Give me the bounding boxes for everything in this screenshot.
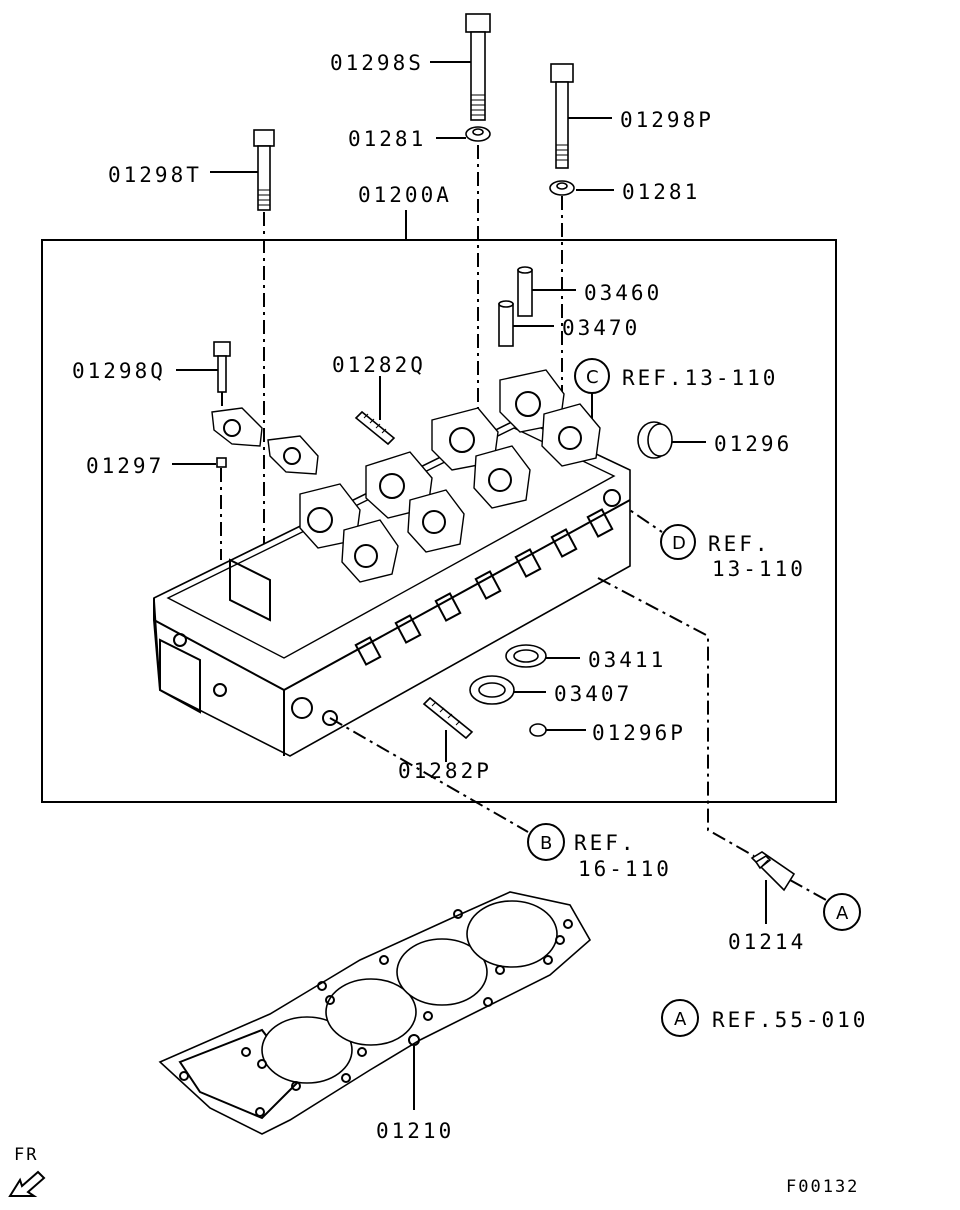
centerline-ref-b [329, 717, 529, 833]
label-01296p: 01296P [592, 721, 686, 745]
sleeve-03460[interactable] [517, 266, 533, 317]
ref-letter-a2: A [674, 1009, 687, 1030]
ref-letter-a1: A [836, 903, 849, 924]
label-01282p: 01282P [398, 759, 492, 783]
ref-letter-d: D [672, 533, 686, 554]
ref-text-b1: REF. [574, 831, 637, 855]
label-01298q: 01298Q [72, 359, 166, 383]
stud-01282q[interactable] [354, 410, 396, 446]
stud-01282p[interactable] [422, 696, 474, 740]
ref-text-d2: 13-110 [712, 557, 806, 581]
ref-text-d1: REF. [708, 532, 771, 556]
label-03470: 03470 [562, 316, 640, 340]
label-03460: 03460 [584, 281, 662, 305]
ref-letter-b: B [540, 833, 552, 854]
pin-01297[interactable] [216, 457, 227, 468]
label-03411: 03411 [588, 648, 666, 672]
ref-letter-c: C [586, 367, 599, 388]
ref-circle-a1[interactable] [823, 893, 861, 931]
plug-01296[interactable] [637, 421, 673, 459]
plug-01296p[interactable] [529, 723, 547, 737]
bolt-01298p[interactable] [550, 63, 574, 169]
figure-id: F00132 [786, 1177, 859, 1197]
label-01281-a: 01281 [348, 127, 426, 151]
label-01282q: 01282Q [332, 353, 426, 377]
label-01297: 01297 [86, 454, 164, 478]
bolt-01298s[interactable] [465, 13, 491, 121]
fr-arrow-icon [8, 1170, 46, 1197]
ref-circle-b[interactable] [527, 823, 565, 861]
cylinder-head-01200a[interactable] [153, 369, 631, 757]
label-01296: 01296 [714, 432, 792, 456]
fr-label: FR [14, 1145, 38, 1165]
label-01281-b: 01281 [622, 180, 700, 204]
sleeve-03470[interactable] [498, 300, 514, 347]
head-gasket-01210[interactable] [158, 891, 592, 1135]
ref-circle-d[interactable] [660, 524, 696, 560]
label-01298t: 01298T [108, 163, 202, 187]
bolt-01298t[interactable] [253, 129, 275, 211]
centerline-ref-a [789, 879, 827, 901]
label-01200a: 01200A [358, 183, 452, 207]
label-01210: 01210 [376, 1119, 454, 1143]
washer-01281-b[interactable] [549, 180, 575, 196]
label-01298p: 01298P [620, 108, 714, 132]
label-03407: 03407 [554, 682, 632, 706]
ref-circle-a2[interactable] [661, 999, 699, 1037]
washer-01281-a[interactable] [465, 126, 491, 142]
assembly-frame [41, 239, 837, 803]
seal-03411[interactable] [505, 644, 547, 668]
label-01214: 01214 [728, 930, 806, 954]
seal-03407[interactable] [469, 675, 515, 705]
ref-text-b2: 16-110 [578, 857, 672, 881]
sensor-01214[interactable] [750, 851, 796, 892]
ref-text-a2: REF.55-010 [712, 1008, 868, 1032]
label-01298s: 01298S [330, 51, 424, 75]
ref-text-c: REF.13-110 [622, 366, 778, 390]
centerline-01214 [597, 577, 755, 857]
bolt-01298q[interactable] [213, 341, 231, 393]
